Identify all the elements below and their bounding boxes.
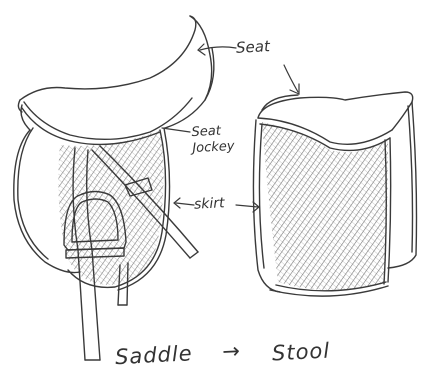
skirt-arrow-left — [176, 203, 194, 205]
caption-saddle-text: Saddle — [114, 341, 193, 369]
stool-drawing — [253, 92, 416, 296]
skirt-arrow-right — [236, 205, 258, 207]
label-seat-jockey: Seat Jockey — [191, 123, 235, 157]
seat-arrow — [200, 47, 236, 50]
caption-arrow: → — [222, 339, 242, 364]
seat-jockey-leader — [162, 128, 190, 132]
transform-arrow — [284, 65, 298, 92]
label-seat: Seat — [236, 37, 271, 57]
stool-top-outline — [258, 92, 413, 118]
saddle-seat-outline — [20, 16, 196, 100]
caption-stool: Stool — [271, 338, 330, 365]
saddle-drawing — [14, 16, 214, 360]
label-skirt: skirt — [194, 195, 225, 213]
label-seat-jockey-line2: Jockey — [192, 139, 235, 157]
